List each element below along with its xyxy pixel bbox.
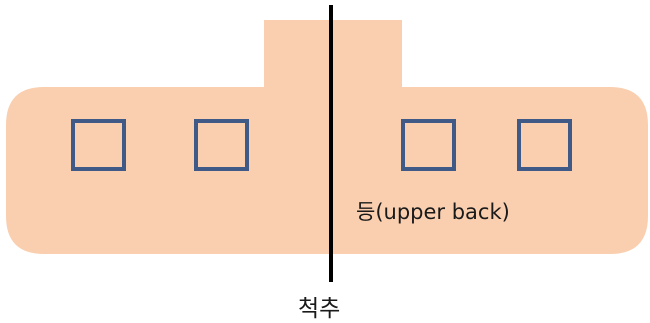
spine-label: 척추: [298, 296, 341, 322]
marker-square-3: [401, 119, 456, 171]
marker-square-1: [71, 119, 126, 171]
upper-back-label: 등(upper back): [356, 200, 510, 224]
marker-square-4: [517, 119, 572, 171]
marker-square-2: [194, 119, 249, 171]
back-body-shape: [6, 20, 648, 254]
